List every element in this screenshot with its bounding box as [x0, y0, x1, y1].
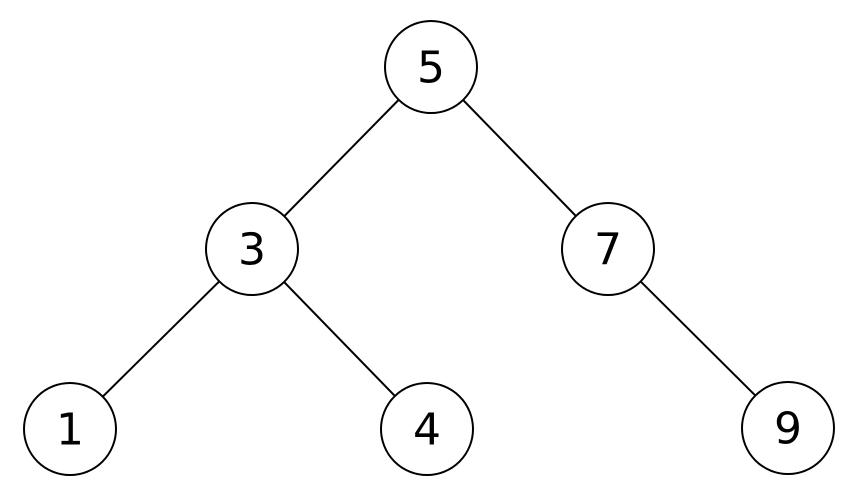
node-5-circle	[384, 20, 478, 114]
node-5-label: 5	[417, 43, 445, 94]
node-4-label: 4	[413, 405, 441, 456]
node-1-label: 1	[56, 405, 84, 456]
tree-node-9: 9	[741, 381, 835, 475]
tree-nodes: 5 3 7 1 4 9	[23, 20, 835, 476]
node-1-circle	[23, 382, 117, 476]
tree-edges	[69, 66, 789, 430]
node-3-circle	[205, 202, 299, 296]
tree-node-1: 1	[23, 382, 117, 476]
node-3-label: 3	[238, 225, 266, 276]
tree-node-7: 7	[561, 202, 655, 296]
node-4-circle	[380, 382, 474, 476]
node-9-label: 9	[774, 404, 802, 455]
tree-node-4: 4	[380, 382, 474, 476]
node-9-circle	[741, 381, 835, 475]
tree-node-3: 3	[205, 202, 299, 296]
node-7-circle	[561, 202, 655, 296]
tree-node-5: 5	[384, 20, 478, 114]
node-7-label: 7	[594, 225, 622, 276]
